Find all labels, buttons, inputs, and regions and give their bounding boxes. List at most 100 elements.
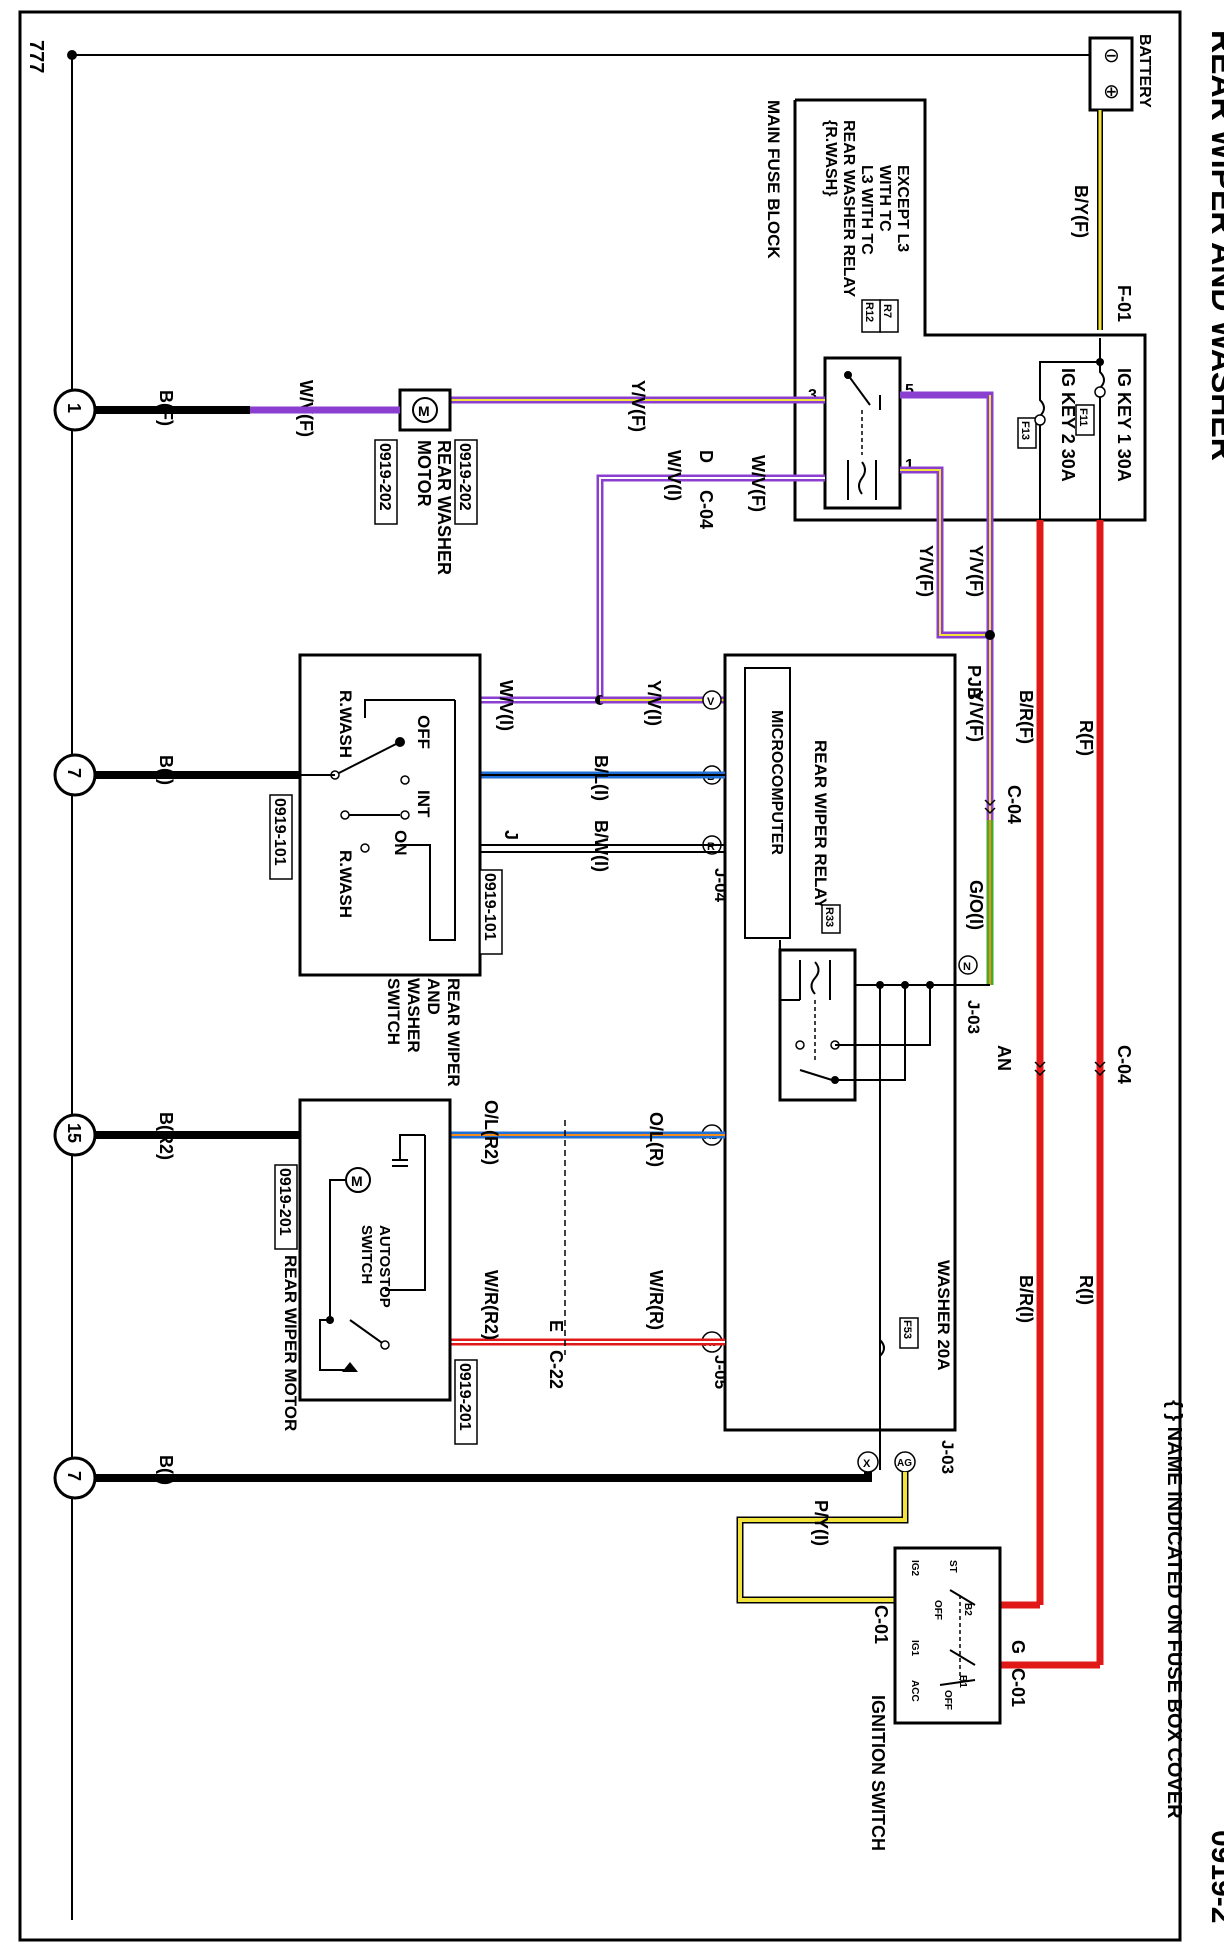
battery-negative-terminal: ⊖ (1103, 45, 1120, 67)
wiper-motor-diode (342, 1362, 358, 1372)
wiper-motor-label: REAR WIPER MOTOR (281, 1255, 300, 1431)
switch-off-label: OFF (414, 715, 433, 749)
pjb-junction-2 (901, 981, 909, 989)
rear-wiper-relay-tag: R33 (823, 907, 835, 927)
wire-p-y (738, 1472, 907, 1602)
switch-terminal-2 (400, 775, 410, 785)
fuse-terminal-2 (1034, 414, 1046, 426)
wiper-motor-ref-2: 0919-201 (456, 1363, 473, 1431)
ignition-switch (893, 1546, 1002, 1725)
relay-contact (847, 374, 871, 406)
ignition-ig2: IG2 (909, 1560, 920, 1577)
wiper-motor-capacitor-lead (399, 1134, 425, 1160)
switch-blade-1 (334, 741, 401, 776)
ground-7-b: 7 (53, 1456, 97, 1500)
wire-label-o-l-r: O/L(R) (646, 1112, 666, 1167)
wire-label-b-f: B(F) (156, 390, 176, 426)
connector-c-01-right: C-01 (1008, 1668, 1028, 1707)
ground-1: 1 (53, 388, 97, 432)
switch-ref-1: 0919-101 (271, 798, 288, 866)
ground-7-a-label: 7 (64, 768, 84, 778)
wire-label-y-v-f-3: Y/V(F) (966, 690, 986, 742)
pjb-micro-to-relay (779, 940, 800, 1001)
fuse-ig-key-1-label: IG KEY 1 30A (1114, 368, 1134, 482)
connector-f-01: F-01 (1114, 285, 1134, 322)
switch-label-1: REAR WIPER (444, 978, 463, 1087)
washer-fuse-symbol (879, 1339, 885, 1357)
washer-motor-ref-box-2 (374, 439, 398, 525)
wire-label-b-w-i: B/W(I) (591, 820, 611, 872)
rear-wiper-relay-terminal-2 (795, 1040, 805, 1050)
wire-label-w-r-r: W/R(R) (646, 1270, 666, 1330)
connector-j-04: J-04 (711, 868, 730, 903)
wire-label-b-i-1: B(I) (156, 755, 176, 785)
connector-arrow-c04 (1094, 1061, 1106, 1077)
connector-c-01-left: C-01 (871, 1605, 891, 1644)
wire-w-v-stripe (400, 477, 825, 701)
ignition-blade-2 (949, 1649, 976, 1666)
wire-label-b-r-f: B/R(F) (1016, 690, 1036, 744)
wiper-motor-autostop: AUTOSTOP (376, 1225, 393, 1308)
washer-motor-ref-box-1 (454, 439, 478, 525)
ignition-off-2: OFF (942, 1690, 953, 1710)
fuse-tag-box-f11 (1075, 404, 1095, 436)
relay-note-line-1: EXCEPT L3 (894, 165, 911, 252)
washer-fuse-tag: F53 (901, 1320, 913, 1339)
switch-ref-box-1 (269, 794, 293, 880)
relay-pin-1: 1 (905, 457, 914, 474)
fuse-bus-junction (1096, 358, 1104, 366)
pjb-pin-n (958, 955, 978, 975)
fuse-ig-key-2-label: IG KEY 2 30A (1058, 368, 1078, 482)
wire-label-y-v-f-2: Y/V(F) (916, 545, 936, 597)
pjb-pin-v (702, 690, 722, 710)
microcomputer-label: MICROCOMPUTER (768, 710, 785, 855)
connector-j: J (501, 830, 521, 840)
pjb-pin-r-label: R (707, 841, 715, 853)
wire-label-b-r-i: B/R(I) (1016, 1275, 1036, 1323)
pjb-internal-feed-2 (835, 985, 906, 1081)
wire-label-b-i-2: B(I) (156, 1455, 176, 1485)
wiper-motor-autostop-blade (349, 1319, 386, 1346)
relay-tag-box-2 (861, 299, 881, 333)
switch-terminal-3 (400, 810, 410, 820)
pjb-pin-ag-label: AG (897, 1458, 912, 1469)
junction-y-v (985, 630, 995, 640)
wire-label-g-o-i: G/O(I) (966, 880, 986, 930)
switch-label-4: SWITCH (384, 978, 403, 1045)
connector-j-03-top: J-03 (964, 1000, 983, 1034)
switch-r-wash-label-2: R.WASH (336, 850, 355, 918)
ignition-blade-1 (949, 1589, 976, 1606)
connector-d: D (696, 450, 716, 463)
relay-tag-r7: R7 (881, 304, 893, 318)
relay-note-line-3: L3 WITH TC (858, 165, 875, 255)
pjb-pin-n-label: N (963, 961, 971, 973)
washer-motor-ref-1: 0919-202 (456, 443, 473, 511)
main-fuse-block-label: MAIN FUSE BLOCK (764, 100, 783, 259)
switch-int-label: INT (414, 790, 433, 818)
pjb-pin-x-label: X (863, 1458, 871, 1470)
battery-positive-terminal: ⊕ (1103, 81, 1120, 103)
ignition-b2: B2 (962, 1603, 973, 1616)
ignition-off-1: OFF (932, 1600, 943, 1620)
wiper-motor-terminal (380, 1340, 390, 1350)
switch-internal-loop (400, 700, 456, 941)
rear-wiper-relay-coil (799, 960, 831, 1000)
wiper-motor-ref-box-2 (454, 1359, 478, 1445)
battery-label: BATTERY (1136, 34, 1153, 108)
rear-washer-motor (398, 388, 452, 432)
switch-terminal-4 (340, 810, 350, 820)
ignition-acc: ACC (909, 1680, 920, 1702)
diagram-title: REAR WIPER AND WASHER (1205, 30, 1224, 461)
pjb-pin-v-label: V (707, 696, 715, 708)
washer-motor-label-2: MOTOR (414, 440, 434, 507)
wire-label-y-v-i: Y/V(I) (644, 680, 664, 726)
wire-label-r-i: R(I) (1076, 1275, 1096, 1305)
wiper-motor-junction (326, 1316, 334, 1324)
wiper-motor-symbol (345, 1167, 371, 1193)
pjb-junction-3 (876, 981, 884, 989)
pjb-microcomputer (744, 667, 791, 939)
wire-label-p-y-i: P/Y(I) (811, 1500, 831, 1546)
pjb-junction-1 (926, 981, 934, 989)
washer-motor-symbol (412, 397, 438, 423)
connector-j-05: J-05 (711, 1355, 730, 1389)
